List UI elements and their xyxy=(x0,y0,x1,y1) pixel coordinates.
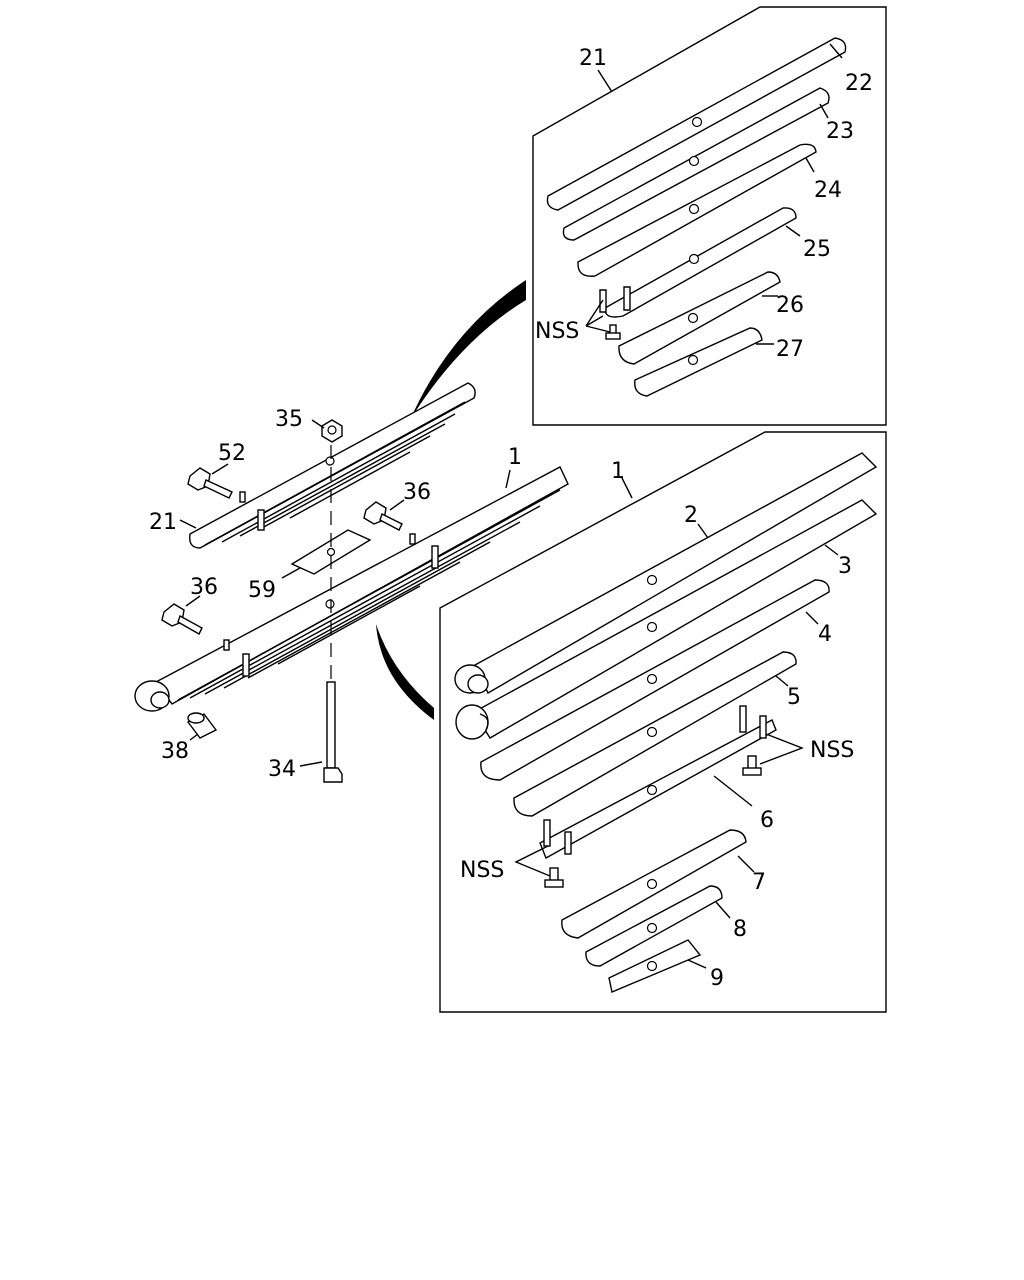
leaf-2 xyxy=(454,452,878,694)
leaf-3 xyxy=(455,499,878,740)
callout-nss-upper: NSS xyxy=(535,319,579,344)
upper-detail-box xyxy=(532,6,887,426)
leaf-9 xyxy=(608,939,702,993)
spring-assembly-1 xyxy=(134,466,569,712)
callout-23: 23 xyxy=(826,119,854,144)
nss-bolt-lower-right xyxy=(742,755,762,776)
callout-nss-lower-left: NSS xyxy=(460,858,504,883)
leaf-27 xyxy=(634,327,763,397)
leaf-24 xyxy=(577,143,817,277)
callout-21-main: 21 xyxy=(149,510,177,535)
center-bolt-34 xyxy=(323,681,343,783)
callout-8: 8 xyxy=(733,917,747,942)
leaf-26 xyxy=(618,271,781,365)
bolt-36-left xyxy=(161,603,203,635)
callout-36-left: 36 xyxy=(190,575,218,600)
callout-4: 4 xyxy=(818,622,832,647)
callout-1-box: 1 xyxy=(611,459,625,484)
callout-5: 5 xyxy=(787,685,801,710)
callout-26: 26 xyxy=(776,293,804,318)
callout-6: 6 xyxy=(760,808,774,833)
callout-38: 38 xyxy=(161,739,189,764)
callout-2: 2 xyxy=(684,503,698,528)
spring-assembly-21 xyxy=(189,382,476,549)
leaf-6 xyxy=(539,705,777,859)
callout-1-main: 1 xyxy=(508,445,522,470)
callout-22: 22 xyxy=(845,71,873,96)
detail-arc-lower xyxy=(376,624,434,720)
callout-35: 35 xyxy=(275,407,303,432)
nss-bolt-lower-left xyxy=(544,867,564,888)
callout-7: 7 xyxy=(752,870,766,895)
callout-24: 24 xyxy=(814,178,842,203)
nss-bolt-upper xyxy=(605,324,621,340)
callout-21-box: 21 xyxy=(579,46,607,71)
leaf-8 xyxy=(585,885,723,967)
leaf-4 xyxy=(480,579,830,781)
plate-59 xyxy=(290,529,372,575)
leaf-22 xyxy=(546,37,847,211)
callout-59: 59 xyxy=(248,578,276,603)
leaf-25 xyxy=(599,207,797,318)
callout-9: 9 xyxy=(710,966,724,991)
callout-36-right: 36 xyxy=(403,480,431,505)
callout-27: 27 xyxy=(776,337,804,362)
leaf-7 xyxy=(561,829,747,939)
callout-25: 25 xyxy=(803,237,831,262)
leaf-23 xyxy=(562,87,830,241)
detail-arc-upper xyxy=(410,280,526,420)
lower-detail-box xyxy=(439,431,887,1013)
nut-35 xyxy=(321,419,343,443)
bolt-52 xyxy=(187,467,233,499)
callout-52: 52 xyxy=(218,441,246,466)
bolt-36-right xyxy=(363,501,403,531)
bushing-38 xyxy=(186,712,218,739)
leaf-5 xyxy=(513,651,797,817)
callout-nss-lower-right: NSS xyxy=(810,738,854,763)
callout-34: 34 xyxy=(268,757,296,782)
callout-3: 3 xyxy=(838,554,852,579)
